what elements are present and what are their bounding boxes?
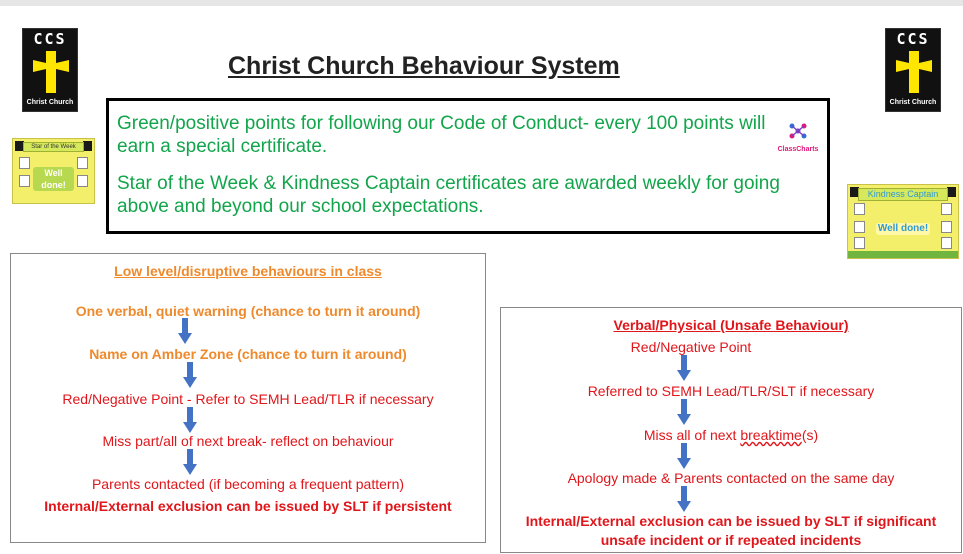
unsafe-step-5-line-1: Internal/External exclusion can be issue… xyxy=(525,513,937,529)
low-level-step-1: One verbal, quiet warning (chance to tur… xyxy=(75,303,421,319)
down-arrow-icon xyxy=(183,362,197,388)
unsafe-step-3-word: breaktime xyxy=(740,427,802,443)
unsafe-step-5-line-2: unsafe incident or if repeated incidents xyxy=(600,532,862,548)
star-of-the-week-certificate-image: Star of the Week Well done! xyxy=(12,138,95,204)
certificate-picture xyxy=(941,221,952,233)
top-rule xyxy=(0,0,963,6)
unsafe-step-1: Red/Negative Point xyxy=(630,339,752,355)
child-icon xyxy=(83,141,92,151)
unsafe-step-2: Referred to SEMH Lead/TLR/SLT if necessa… xyxy=(587,383,875,399)
certificate-picture xyxy=(19,175,30,187)
low-level-step-3: Red/Negative Point - Refer to SEMH Lead/… xyxy=(62,391,434,407)
certificate-heading: Kindness Captain xyxy=(858,188,948,201)
cross-icon xyxy=(33,51,69,93)
low-level-step-4: Miss part/all of next break- reflect on … xyxy=(102,433,394,449)
classcharts-icon xyxy=(789,123,807,139)
child-icon xyxy=(850,187,859,197)
low-level-step-5: Parents contacted (if becoming a frequen… xyxy=(91,476,405,492)
weekly-certificates-text: Star of the Week & Kindness Captain cert… xyxy=(117,173,780,217)
down-arrow-icon xyxy=(677,355,691,381)
down-arrow-icon xyxy=(183,407,197,433)
down-arrow-icon xyxy=(677,399,691,425)
page-title: Christ Church Behaviour System xyxy=(228,52,620,80)
unsafe-step-3-prefix: Miss all of next xyxy=(643,427,741,443)
certificate-picture xyxy=(941,203,952,215)
kindness-captain-certificate-image: Kindness Captain Well done! xyxy=(847,184,959,259)
child-icon xyxy=(15,141,24,151)
school-logo-right: CCS Christ Church xyxy=(885,28,941,112)
low-level-behaviour-flow: Low level/disruptive behaviours in class… xyxy=(10,253,486,543)
unsafe-behaviour-flow: Verbal/Physical (Unsafe Behaviour) Red/N… xyxy=(500,307,962,553)
logo-name: Christ Church xyxy=(889,99,937,106)
classcharts-label: ClassCharts xyxy=(777,146,819,153)
down-arrow-icon xyxy=(677,443,691,469)
positive-points-info-box: Green/positive points for following our … xyxy=(106,98,830,234)
logo-letters: CCS xyxy=(33,30,67,48)
certificate-heading: Star of the Week xyxy=(23,142,84,152)
unsafe-step-3-suffix: (s) xyxy=(801,427,819,443)
low-level-heading: Low level/disruptive behaviours in class xyxy=(114,263,382,279)
down-arrow-icon xyxy=(183,449,197,475)
logo-name: Christ Church xyxy=(26,99,74,106)
unsafe-step-4: Apology made & Parents contacted on the … xyxy=(567,470,895,486)
low-level-step-2: Name on Amber Zone (chance to turn it ar… xyxy=(89,346,407,362)
unsafe-step-3: Miss all of next breaktime(s) xyxy=(501,427,961,444)
certificate-picture xyxy=(941,237,952,249)
child-icon xyxy=(947,187,956,197)
cross-icon xyxy=(896,51,932,93)
certificate-picture xyxy=(19,157,30,169)
unsafe-heading: Verbal/Physical (Unsafe Behaviour) xyxy=(613,317,849,333)
certificate-picture xyxy=(854,221,865,233)
certificate-well-done: Well done! xyxy=(876,223,930,235)
low-level-step-6: Internal/External exclusion can be issue… xyxy=(44,498,452,514)
positive-points-text: Green/positive points for following our … xyxy=(117,113,766,157)
down-arrow-icon xyxy=(677,486,691,512)
certificate-picture xyxy=(854,203,865,215)
classcharts-logo: ClassCharts xyxy=(777,123,819,154)
certificate-picture xyxy=(854,237,865,249)
logo-letters: CCS xyxy=(896,30,930,48)
down-arrow-icon xyxy=(178,318,192,344)
certificate-well-done: Well done! xyxy=(33,167,74,191)
certificate-picture xyxy=(77,157,88,169)
certificate-footer xyxy=(848,251,958,258)
school-logo-left: CCS Christ Church xyxy=(22,28,78,112)
certificate-picture xyxy=(77,175,88,187)
